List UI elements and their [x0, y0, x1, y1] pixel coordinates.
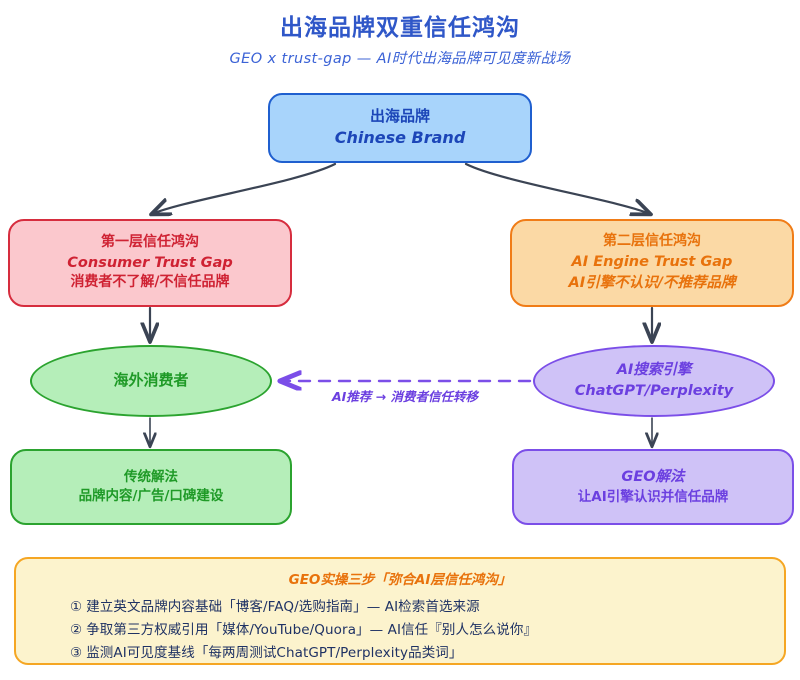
node-ai-engine-trust-gap[interactable]: 第二层信任鸿沟 AI Engine Trust Gap AI引擎不认识/不推荐品…: [510, 219, 794, 307]
node-geo-line-desc: 让AI引擎认识并信任品牌: [577, 488, 729, 505]
node-overseas-consumer[interactable]: 海外消费者: [30, 345, 272, 417]
edge-label-ai-recommendation: AI推荐 → 消费者信任转移: [331, 389, 478, 404]
node-gap1-line-desc: 消费者不了解/不信任品牌: [70, 274, 230, 291]
node-geo-solution[interactable]: GEO解法 让AI引擎认识并信任品牌: [512, 449, 794, 525]
step-text: 监测AI可见度基线「每两周测试ChatGPT/Perplexity品类词」: [86, 645, 463, 661]
node-gap2-line-cn: 第二层信任鸿沟: [603, 233, 701, 250]
node-gap2-line-desc: AI引擎不认识/不推荐品牌: [568, 274, 736, 291]
node-brand-line-cn: 出海品牌: [369, 106, 430, 125]
edge-brand-to-gap2: [464, 162, 650, 214]
node-consumer-line-cn: 海外消费者: [113, 371, 189, 390]
step-text: 建立英文品牌内容基础「博客/FAQ/选购指南」— AI检索首选来源: [86, 599, 480, 615]
node-ai-search-engine[interactable]: AI搜索引擎 ChatGPT/Perplexity: [533, 345, 775, 417]
node-geo-line-cn: GEO解法: [621, 469, 685, 486]
page-subtitle: GEO x trust-gap — AI时代出海品牌可见度新战场: [229, 51, 571, 67]
step-number: ②: [70, 622, 83, 638]
geo-steps-title: GEO实操三步「弥合AI层信任鸿沟」: [288, 572, 512, 588]
edge-brand-to-gap1: [152, 162, 337, 214]
node-brand-line-en: Chinese Brand: [334, 128, 466, 148]
node-traditional-line-desc: 品牌内容/广告/口碑建设: [78, 488, 224, 504]
node-consumer-trust-gap[interactable]: 第一层信任鸿沟 Consumer Trust Gap 消费者不了解/不信任品牌: [8, 219, 292, 307]
step-number: ③: [70, 645, 83, 661]
node-chinese-brand[interactable]: 出海品牌 Chinese Brand: [268, 93, 532, 163]
node-traditional-line-cn: 传统解法: [124, 468, 178, 485]
step-number: ①: [70, 599, 83, 615]
node-aiengine-line-en: ChatGPT/Perplexity: [574, 383, 734, 399]
node-traditional-solution[interactable]: 传统解法 品牌内容/广告/口碑建设: [10, 449, 292, 525]
node-gap1-line-en: Consumer Trust Gap: [67, 254, 233, 271]
node-aiengine-line-cn: AI搜索引擎: [616, 362, 692, 379]
step-text: 争取第三方权威引用「媒体/YouTube/Quora」— AI信任『别人怎么说你…: [86, 622, 538, 638]
node-gap1-line-cn: 第一层信任鸿沟: [101, 233, 199, 250]
node-gap2-line-en: AI Engine Trust Gap: [571, 254, 733, 271]
page-title: 出海品牌双重信任鸿沟: [280, 15, 520, 41]
